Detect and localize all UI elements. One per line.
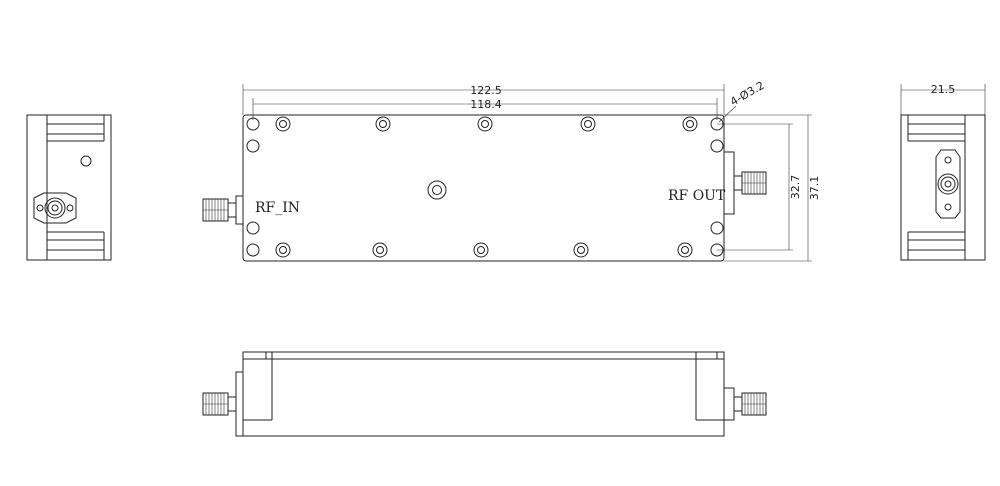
- top-view: 122.5 118.4 4-Ø3.2: [202, 79, 821, 262]
- left-end-view: [26, 114, 112, 261]
- center-screw-icon: [427, 180, 447, 200]
- rf-out-connector-icon: [723, 151, 767, 215]
- sma-flange-icon: [33, 192, 77, 224]
- end-width-dim: 21.5: [931, 83, 956, 96]
- sma-flange-vertical-icon: [935, 149, 961, 219]
- rf-in-label: RF_IN: [255, 200, 300, 216]
- side-rf-in-connector-icon: [202, 371, 244, 437]
- hole-pitch-height-dim: 32.7: [789, 175, 802, 200]
- corner-hole-icon: [246, 117, 260, 131]
- mount-hole-icon: [80, 155, 92, 167]
- overall-height-dim: 37.1: [808, 176, 821, 201]
- screw-row-top: [275, 116, 698, 132]
- right-end-view: 21.5: [900, 83, 986, 261]
- overall-length-dim: 122.5: [470, 84, 502, 97]
- screw-row-bottom: [275, 242, 693, 258]
- rf-in-connector-icon: [202, 195, 244, 225]
- mount-holes-dim: 4-Ø3.2: [728, 79, 767, 109]
- side-rf-out-connector-icon: [723, 387, 767, 421]
- hole-spacing-dim: 118.4: [470, 98, 502, 111]
- rf-out-label: RF OUT: [668, 188, 726, 204]
- side-view: [202, 351, 767, 437]
